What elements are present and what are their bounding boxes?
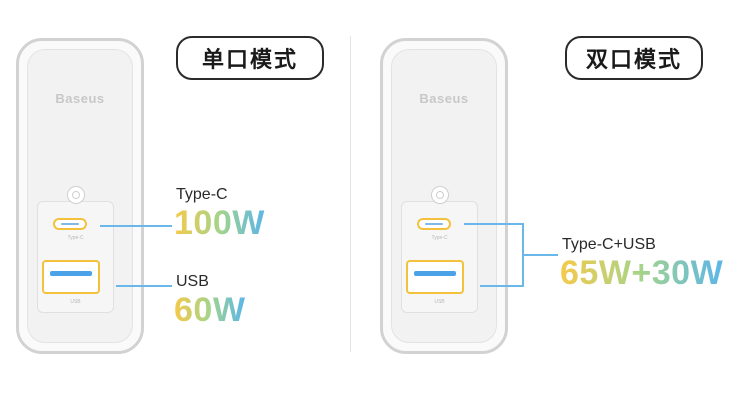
brand-emblem-icon: [431, 186, 449, 204]
brand-logo: Baseus: [419, 91, 469, 106]
typec-output-power: 100W: [174, 204, 265, 242]
usb-port-label: USB: [70, 299, 81, 305]
mode-divider: [350, 36, 351, 352]
usb-output-label: USB: [176, 273, 209, 290]
port-panel: Type-C USB: [37, 186, 114, 313]
typec-connector-line: [464, 223, 524, 225]
usb-output-power: 60W: [174, 291, 246, 329]
usb-connector-line: [116, 285, 172, 287]
charger-single: Baseus Type-C USB: [16, 38, 144, 354]
single-mode-title: 单口模式: [176, 36, 324, 80]
usb-port-label: USB: [434, 299, 445, 305]
typec-connector-line: [100, 225, 172, 227]
brand-emblem-icon: [67, 186, 85, 204]
typec-port-label: Type-C: [431, 235, 448, 241]
brand-logo: Baseus: [55, 91, 105, 106]
dual-mode-title: 双口模式: [565, 36, 703, 80]
combined-output-power: 65W+30W: [560, 254, 724, 292]
combined-output-label: Type-C+USB: [562, 236, 656, 253]
usb-port: [406, 260, 464, 294]
typec-port: [417, 218, 451, 230]
typec-port-label: Type-C: [67, 235, 84, 241]
typec-port: [53, 218, 87, 230]
charger-dual: Baseus Type-C USB: [380, 38, 508, 354]
usb-connector-line: [480, 285, 524, 287]
usb-port: [42, 260, 100, 294]
typec-output-label: Type-C: [176, 186, 228, 203]
port-panel: Type-C USB: [401, 186, 478, 313]
combined-connector-line: [522, 254, 558, 256]
